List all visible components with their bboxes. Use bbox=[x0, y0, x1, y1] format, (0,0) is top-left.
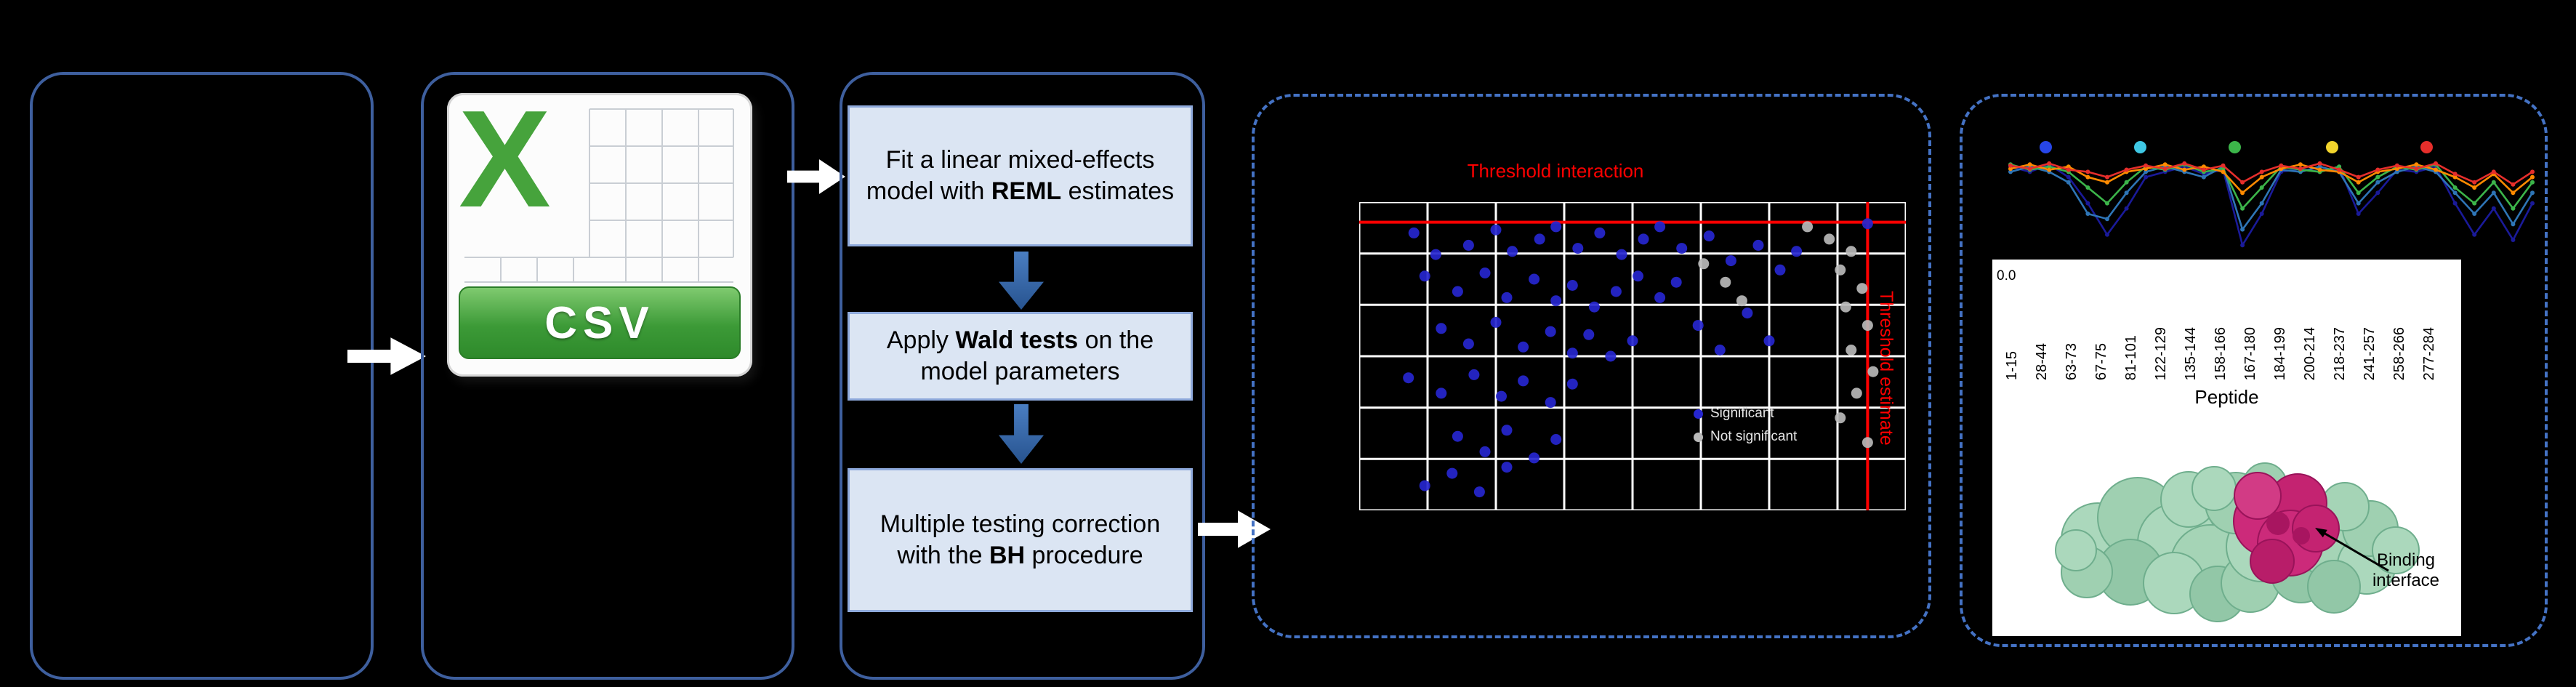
peptide-panel: 0.0 1-15 28-44 63-73 67-75 81-101 122-129 135-… bbox=[1992, 260, 2461, 636]
condition-dot-icon bbox=[2134, 141, 2146, 153]
y-axis-tick: 0.0 bbox=[1997, 268, 2016, 284]
condition-dot-icon bbox=[2420, 141, 2433, 153]
interaction-scatter-svg bbox=[1358, 201, 1907, 512]
peptide-tick: 167-180 bbox=[2242, 326, 2258, 380]
peptide-ticks: 1-15 28-44 63-73 67-75 81-101 122-129 135-144 1… bbox=[1998, 260, 2456, 382]
peptide-tick: 122-129 bbox=[2153, 326, 2169, 380]
peptide-tick: 258-266 bbox=[2391, 326, 2407, 380]
results-panel bbox=[1960, 94, 2548, 647]
condition-dots bbox=[2006, 140, 2544, 158]
step-fit-model: Fit a linear mixed-effects model with RE… bbox=[848, 105, 1193, 246]
flow-arrow-icon bbox=[787, 159, 845, 194]
peptide-tick: 241-257 bbox=[2362, 326, 2378, 380]
peptide-tick: 218-237 bbox=[2332, 326, 2348, 380]
peptide-tick: 277-284 bbox=[2421, 326, 2437, 380]
threshold-estimate-label: Threshold estimate bbox=[1876, 291, 1896, 446]
condition-dot-icon bbox=[2326, 141, 2338, 153]
model-pipeline-box bbox=[840, 72, 1205, 680]
csv-banner-label: CSV bbox=[544, 297, 655, 348]
legend-row: Not significant bbox=[1694, 429, 1797, 445]
binding-interface-label: Binding interface bbox=[2372, 550, 2440, 591]
peptide-tick: 81-101 bbox=[2123, 334, 2139, 380]
peptide-tick: 67-75 bbox=[2093, 342, 2109, 380]
csv-banner: CSV bbox=[459, 286, 741, 359]
step-fit-model-text: Fit a linear mixed-effects model with RE… bbox=[866, 146, 1175, 205]
peptide-tick: 28-44 bbox=[2034, 342, 2050, 380]
threshold-interaction-label: Threshold interaction bbox=[1467, 160, 1644, 182]
condition-dot-icon bbox=[2229, 141, 2241, 153]
legend-label: Not significant bbox=[1710, 429, 1798, 444]
excel-x-icon: X bbox=[459, 82, 551, 236]
step-bh-correction: Multiple testing correction with the BH … bbox=[848, 468, 1193, 612]
profile-chart-svg bbox=[2005, 156, 2538, 272]
legend-row: Significant bbox=[1694, 406, 1797, 422]
peptide-axis-label: Peptide bbox=[2194, 386, 2259, 408]
legend-dot-icon bbox=[1694, 432, 1703, 442]
step-wald-tests-text: Apply Wald tests on the model parameters bbox=[886, 326, 1154, 385]
step-wald-tests: Apply Wald tests on the model parameters bbox=[848, 312, 1193, 401]
csv-file-icon: X CSV bbox=[447, 82, 752, 377]
legend-label: Significant bbox=[1710, 406, 1774, 421]
legend-dot-icon bbox=[1694, 409, 1703, 419]
peptide-tick: 184-199 bbox=[2272, 326, 2288, 380]
condition-dot-icon bbox=[2040, 141, 2052, 153]
peptide-tick: 158-166 bbox=[2213, 326, 2229, 380]
peptide-tick: 63-73 bbox=[2064, 342, 2080, 380]
protein-structure bbox=[2055, 462, 2420, 622]
peptide-tick: 1-15 bbox=[2004, 350, 2020, 380]
peptide-tick: 200-214 bbox=[2302, 326, 2318, 380]
peptide-tick: 135-144 bbox=[2183, 326, 2199, 380]
csv-box bbox=[421, 72, 794, 680]
input-box bbox=[30, 72, 374, 680]
spreadsheet-grid-icon bbox=[464, 108, 734, 283]
interaction-plot-panel bbox=[1252, 94, 1931, 638]
step-bh-correction-text: Multiple testing correction with the BH … bbox=[880, 510, 1161, 569]
